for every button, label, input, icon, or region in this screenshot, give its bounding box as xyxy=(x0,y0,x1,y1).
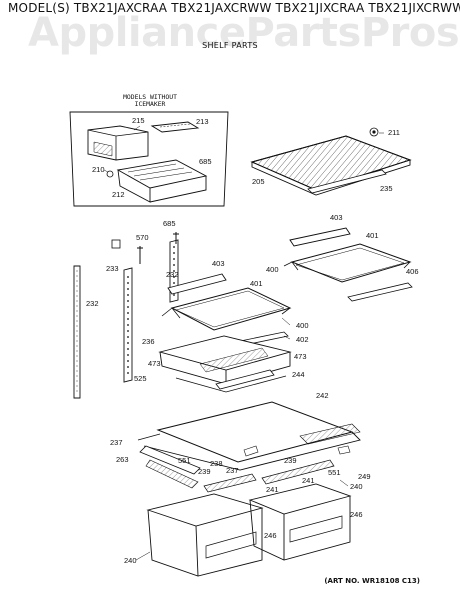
label-473-left: 473 xyxy=(148,359,161,368)
left-rails: 570 685 233 232 232 525 xyxy=(73,219,179,399)
label-685: 685 xyxy=(163,219,176,228)
crisper-assembly: 242 237 263 551 238 239 237 239 551 249 … xyxy=(110,391,371,577)
inset-title-2: ICEMAKER xyxy=(135,100,166,108)
label-406: 406 xyxy=(406,267,419,276)
label-239-left: 239 xyxy=(198,467,211,476)
label-213: 213 xyxy=(196,117,209,126)
label-401-right: 401 xyxy=(366,231,379,240)
label-240-left: 240 xyxy=(124,556,137,565)
label-403-right: 403 xyxy=(330,213,343,222)
label-232-long: 232 xyxy=(86,299,99,308)
inset-title-1: MODELS WITHOUT xyxy=(123,93,177,101)
label-240-right: 240 xyxy=(350,482,363,491)
watermark-text: AppliancePartsPros.com xyxy=(28,10,460,56)
label-249: 249 xyxy=(358,472,371,481)
label-205: 205 xyxy=(252,177,265,186)
label-211: 211 xyxy=(388,128,400,137)
label-210: 210 xyxy=(92,165,105,174)
label-238: 238 xyxy=(210,459,223,468)
label-551-right: 551 xyxy=(328,468,341,477)
art-number: (ART NO. WR18108 C13) xyxy=(324,577,420,585)
wire-shelf: 211 205 235 xyxy=(250,127,412,196)
label-237-mid: 237 xyxy=(226,466,239,475)
label-400-mid: 400 xyxy=(296,321,309,330)
middle-shelf-assembly: 403 401 400 402 236 473 473 244 xyxy=(142,259,309,393)
label-246-right: 246 xyxy=(350,510,363,519)
icemaker-inset: MODELS WITHOUT ICEMAKER 215 213 685 210 … xyxy=(69,93,229,207)
label-403-mid: 403 xyxy=(212,259,225,268)
label-241-left: 241 xyxy=(266,485,279,494)
label-551-left: 551 xyxy=(178,456,191,465)
label-237-left: 237 xyxy=(110,438,123,447)
label-473-right: 473 xyxy=(294,352,307,361)
label-241-right: 241 xyxy=(302,476,315,485)
label-212: 212 xyxy=(112,190,125,199)
right-glass-shelf: 403 401 400 406 xyxy=(266,213,419,302)
label-525: 525 xyxy=(134,374,147,383)
label-242: 242 xyxy=(316,391,329,400)
label-685-inset: 685 xyxy=(199,157,212,166)
label-401-mid: 401 xyxy=(250,279,263,288)
label-263: 263 xyxy=(116,455,129,464)
label-232-rail: 232 xyxy=(166,270,179,279)
label-233: 233 xyxy=(106,264,119,273)
label-244: 244 xyxy=(292,370,305,379)
label-215: 215 xyxy=(132,116,145,125)
label-570: 570 xyxy=(136,233,149,242)
label-246-left: 246 xyxy=(264,531,277,540)
diagram-subtitle: SHELF PARTS xyxy=(202,41,258,50)
label-400-right: 400 xyxy=(266,265,279,274)
label-235: 235 xyxy=(380,184,393,193)
models-line: MODEL(S) TBX21JAXCRAA TBX21JAXCRWW TBX21… xyxy=(8,1,460,15)
label-236: 236 xyxy=(142,337,155,346)
label-402: 402 xyxy=(296,335,309,344)
label-239-right: 239 xyxy=(284,456,297,465)
page-header: AppliancePartsPros.com MODEL(S) TBX21JAX… xyxy=(0,0,460,56)
